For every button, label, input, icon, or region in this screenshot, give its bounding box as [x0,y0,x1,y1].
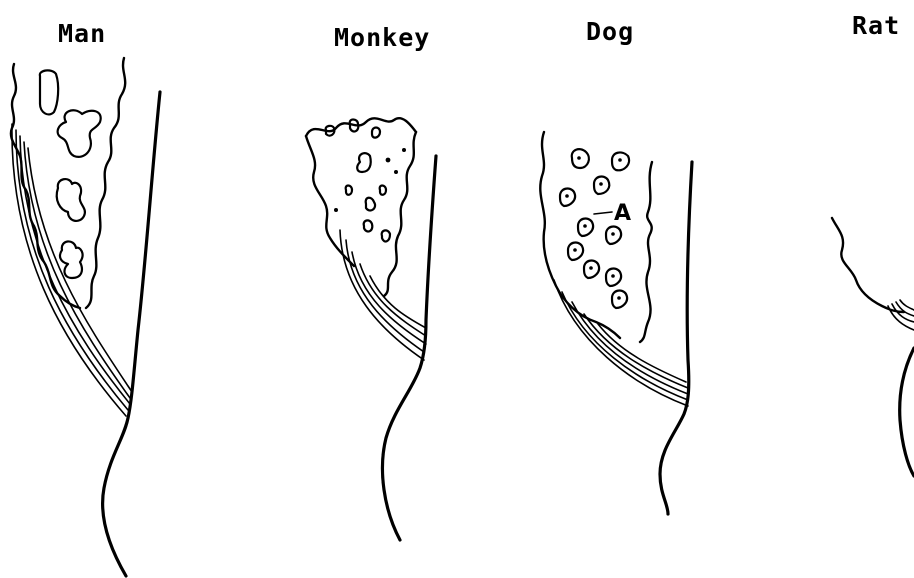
monkey-dot-3 [402,148,406,152]
panel-rat: Rat [832,11,914,476]
monkey-fibre-4 [360,264,426,336]
man-blob-1 [40,70,58,114]
dog-cell-4-dot [565,194,569,198]
dog-fibre-1 [554,280,688,406]
label-man: Man [58,19,106,48]
monkey-blob-6 [366,198,375,211]
dog-leader-line [594,212,612,214]
man-fibre-2 [16,130,128,410]
dog-marker-a: A [614,201,631,226]
man-tissue-right-edge [86,58,125,308]
monkey-dot-1 [386,158,391,163]
panel-dog: Dog A [540,17,692,514]
monkey-blob-3 [372,128,380,138]
monkey-fibre-3 [352,252,426,344]
label-monkey: Monkey [334,23,430,52]
rat-fibre-4 [900,300,914,310]
rat-tissue-left-edge [832,218,904,312]
dog-cell-7-dot [573,248,577,252]
dog-tissue-right-edge [640,162,652,342]
dog-cell-1-dot [577,156,581,160]
dog-cell-5-dot [583,224,587,228]
man-blob-3 [57,179,85,221]
monkey-blob-4 [357,153,371,172]
dog-cell-10-dot [617,296,621,300]
monkey-tissue-top-edge [306,118,416,136]
monkey-organ-outline [382,156,436,540]
dog-fibre-5 [598,324,686,382]
dog-cell-9-dot [611,274,615,278]
dog-cell-3-dot [599,182,603,186]
label-rat: Rat [852,11,900,40]
dog-cells [560,149,629,308]
rat-organ-outline [900,348,914,476]
man-blob-2 [58,110,101,157]
dog-cell-2-dot [618,158,622,162]
man-fibre-1 [12,124,126,416]
monkey-blob-9 [382,230,390,241]
man-fibre-4 [24,142,130,398]
monkey-tissue-right-edge [384,132,416,296]
monkey-dot-2 [394,170,398,174]
man-tissue-left-edge [11,64,80,308]
dog-organ-outline [660,162,692,514]
monkey-blob-8 [364,220,373,231]
panel-monkey: Monkey [306,23,436,540]
monkey-blob-7 [380,186,386,195]
man-blob-4 [60,241,83,278]
monkey-dot-4 [334,208,338,212]
dog-fibre-2 [562,292,688,400]
dog-cell-6-dot [611,232,615,236]
panel-man: Man [11,19,160,576]
label-dog: Dog [586,17,634,46]
monkey-blob-5 [346,186,352,195]
dog-cell-8-dot [589,266,593,270]
man-organ-outline [103,92,160,576]
